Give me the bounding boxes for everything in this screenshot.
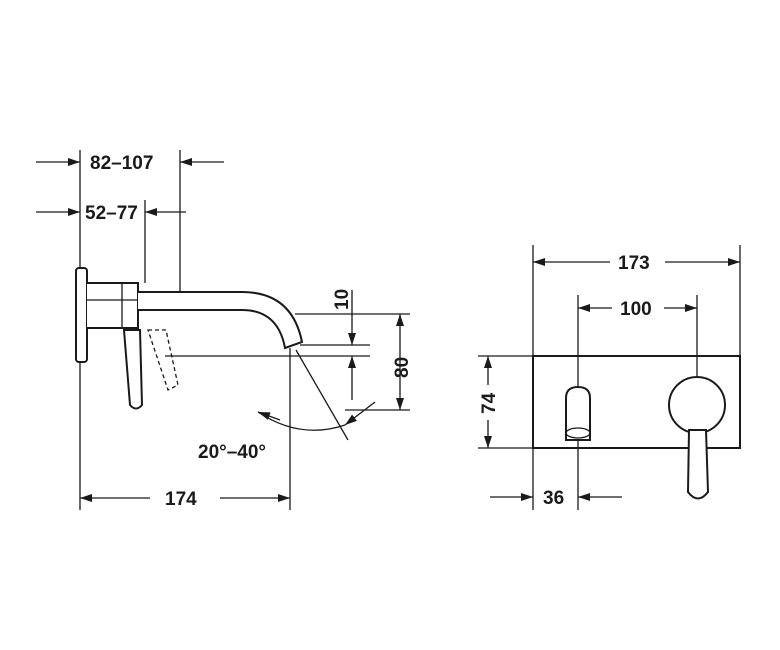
dim-total-height: 80 (392, 357, 413, 378)
dim-angle: 20°–40° (198, 442, 266, 463)
dim-total-length: 174 (165, 489, 197, 510)
side-view: 82–107 52–77 10 80 20°–40° 174 (36, 150, 413, 510)
handle-alt-position (147, 329, 179, 391)
spout (138, 291, 304, 350)
handle-lever-front (686, 429, 710, 500)
dim-handle-range: 52–77 (85, 203, 138, 224)
dim-plate-width: 173 (618, 253, 650, 274)
dim-centers: 100 (620, 299, 652, 320)
handle-knob (668, 376, 726, 434)
front-view: 173 100 74 36 (478, 245, 741, 510)
wall-plate (75, 267, 88, 363)
dim-plate-height: 74 (479, 392, 500, 414)
valve-body (87, 282, 139, 329)
dim-reach-range: 82–107 (90, 153, 153, 174)
dim-spout-height: 10 (332, 289, 353, 310)
handle-lever (122, 329, 144, 410)
spout-outlet (565, 385, 591, 441)
dim-spout-offset: 36 (543, 488, 564, 509)
